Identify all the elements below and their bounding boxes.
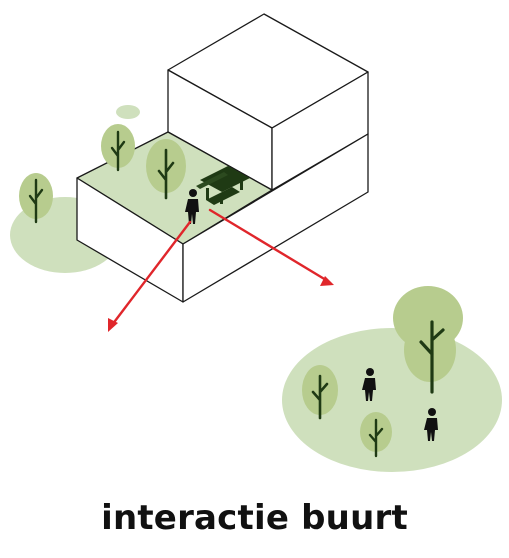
arrows (108, 208, 334, 332)
person-icon (362, 368, 376, 401)
caption-title: interactie buurt (101, 498, 408, 538)
arrow-icon (208, 208, 328, 282)
park (302, 286, 463, 458)
arrow-icon (110, 220, 192, 327)
picnic-table-icon (196, 166, 250, 205)
tree-icon (19, 173, 53, 224)
small-ground-patch (116, 105, 140, 119)
tree-icon (146, 139, 186, 200)
tree-icon (393, 286, 463, 394)
person-icon (424, 408, 438, 441)
tree-icon (302, 365, 338, 420)
interaction-illustration (10, 13, 502, 472)
tree-icon (101, 124, 135, 172)
roof-trees (19, 124, 186, 224)
tree-icon (360, 412, 392, 458)
person-icon (185, 189, 199, 224)
lower-block-right (182, 133, 369, 303)
